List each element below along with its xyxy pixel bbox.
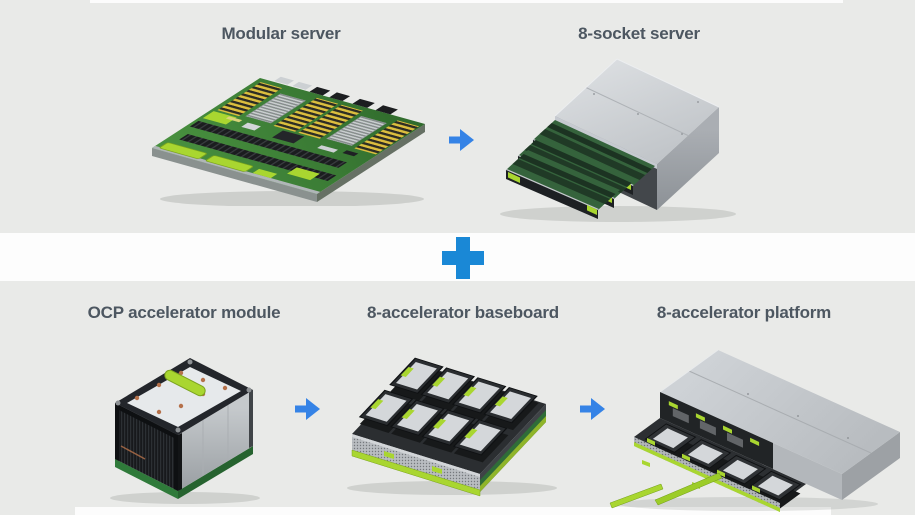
dimm-bank — [298, 104, 363, 139]
label-8-socket-server: 8-socket server — [578, 24, 700, 43]
accelerator-module — [483, 387, 539, 431]
open-bay — [660, 392, 773, 469]
server-tray — [505, 150, 620, 219]
pcb-edge — [178, 446, 253, 499]
dimm-bank — [354, 120, 420, 155]
chassis-end — [842, 432, 900, 500]
plus-icon — [442, 237, 484, 279]
arrow-right-icon — [449, 129, 474, 151]
lime-rail — [634, 442, 780, 512]
lime-rail — [351, 449, 481, 497]
ocp-accelerator-module-photo — [110, 358, 260, 504]
accelerator-module — [452, 419, 509, 463]
shadow — [160, 191, 424, 206]
arrow-right-icon — [580, 398, 605, 420]
chip — [272, 130, 305, 144]
shadow — [500, 206, 736, 222]
chassis-side — [657, 107, 719, 210]
label-8-accelerator-baseboard: 8-accelerator baseboard — [367, 303, 559, 322]
shadow — [347, 481, 557, 495]
accelerator-modules — [358, 357, 539, 463]
label-modular-server: Modular server — [221, 24, 341, 43]
accelerator-module — [389, 357, 445, 401]
label-ocp-accelerator-module: OCP accelerator module — [87, 303, 281, 322]
bottom-edge-strip — [75, 507, 831, 515]
module-side — [178, 390, 253, 491]
accelerator-module — [390, 399, 446, 443]
top-plate — [127, 367, 241, 427]
lime-handle — [164, 369, 206, 397]
cpu-heatsink — [326, 115, 387, 146]
8-accelerator-platform-photo — [609, 349, 900, 512]
top-edge-strip — [90, 0, 843, 3]
lime-latch-lever — [609, 483, 664, 509]
modular-server-photo — [152, 76, 426, 206]
arrow-right-icon — [295, 398, 320, 420]
lime-latch — [205, 155, 254, 172]
heatsink-fins — [115, 403, 178, 491]
cpu-heatsink — [245, 93, 306, 124]
label-8-accelerator-platform: 8-accelerator platform — [656, 303, 832, 322]
tray-module — [749, 470, 802, 509]
dimm-bank — [273, 97, 339, 132]
dimm-bank — [217, 82, 283, 117]
accelerator-module — [451, 377, 508, 421]
8-accelerator-baseboard-photo — [347, 357, 557, 497]
accelerator-module — [358, 389, 415, 433]
8-socket-server-photo — [500, 58, 736, 222]
pcb-edge — [115, 459, 178, 499]
connector-row — [189, 120, 348, 168]
motherboard-top — [152, 76, 426, 195]
top-section-background — [0, 0, 915, 233]
lime-latch-lever — [654, 472, 723, 506]
shadow — [110, 492, 260, 504]
accelerator-module — [421, 409, 478, 453]
lime-latch — [159, 142, 207, 159]
shadow — [618, 497, 878, 511]
accelerator-module — [420, 367, 477, 411]
